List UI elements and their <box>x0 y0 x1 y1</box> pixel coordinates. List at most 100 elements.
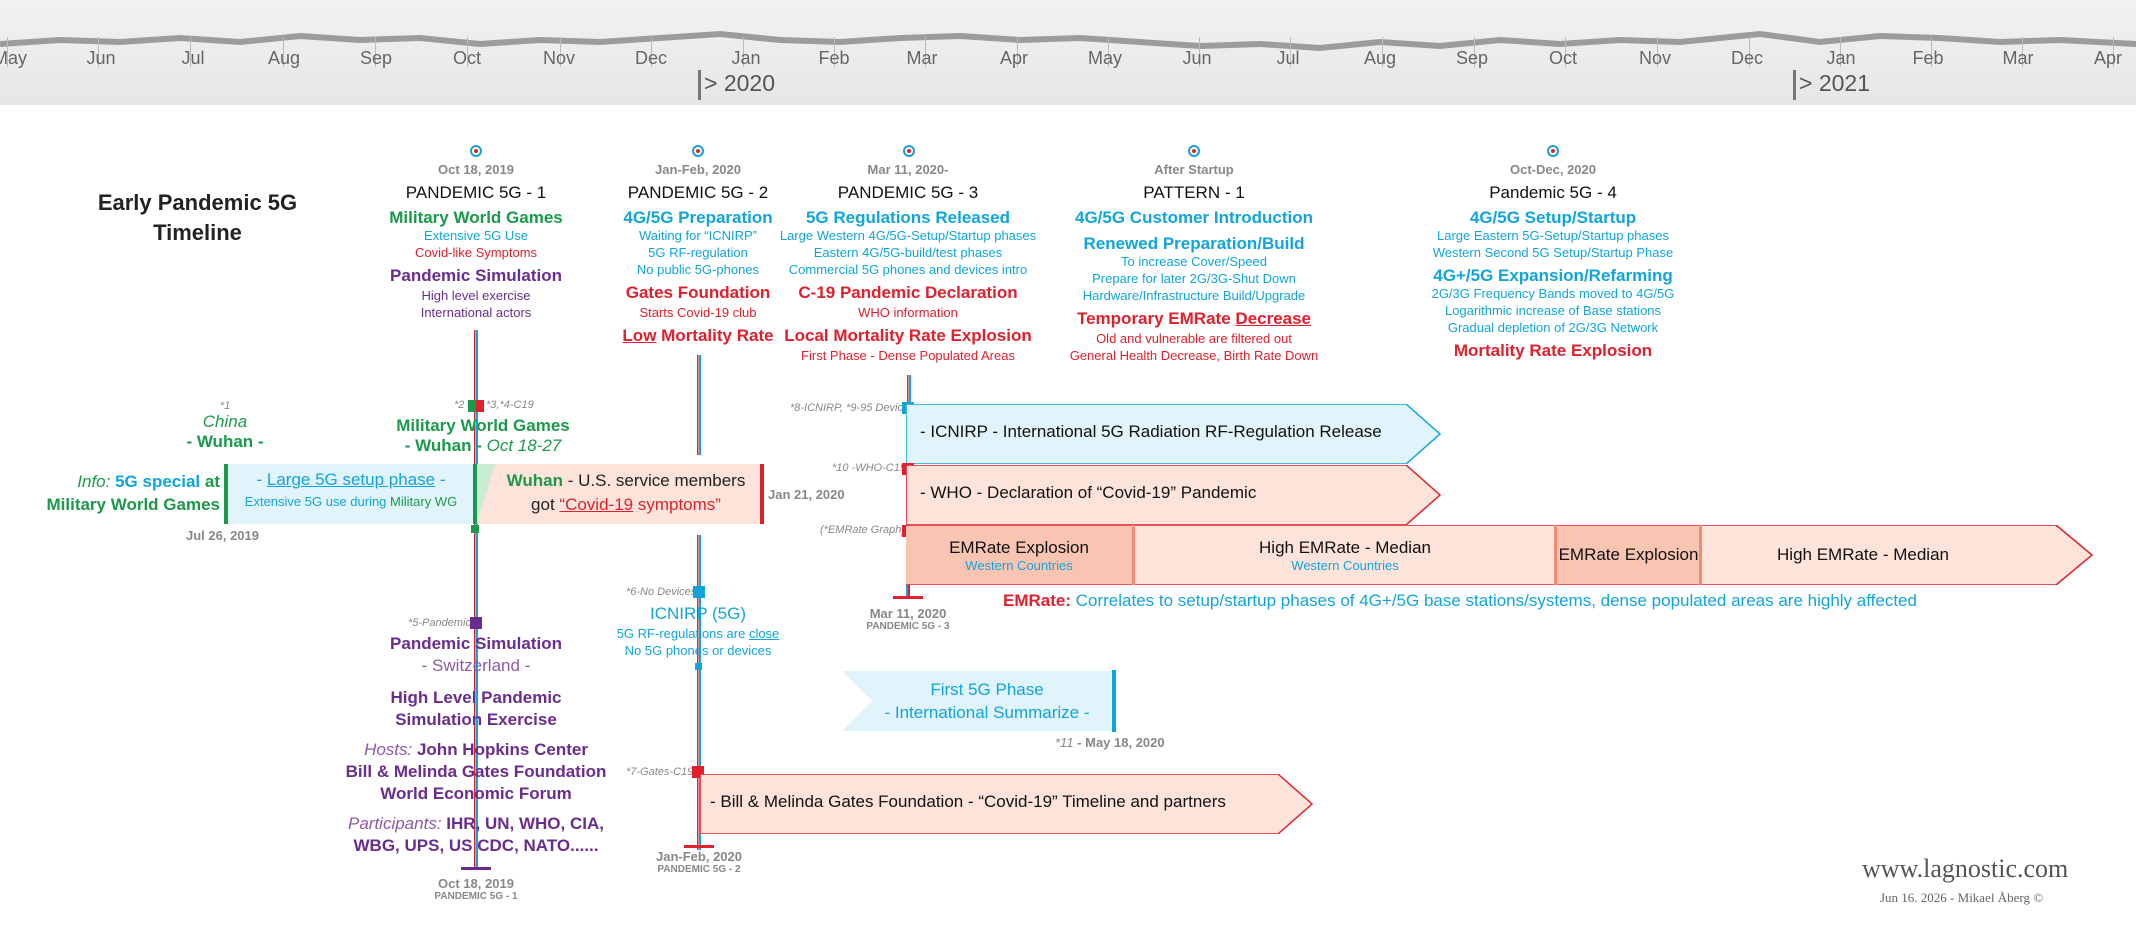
p4-line-2: Western Second 5G Setup/Startup Phase <box>1432 245 1674 260</box>
month-label: Apr <box>2093 48 2122 68</box>
pattern-date: After Startup <box>1154 162 1234 177</box>
pattern-line-5: General Health Decrease, Birth Rate Down <box>1069 348 1319 363</box>
pansim-hosts: Hosts: John Hopkins Center <box>318 739 634 761</box>
p3-bottom-label: Mar 11, 2020 PANDEMIC 5G - 3 <box>848 606 968 632</box>
title-line-1: Early Pandemic 5G <box>97 190 298 215</box>
p3-line-4: WHO information <box>858 305 958 320</box>
pansim-note: *5-Pandemic <box>408 617 471 629</box>
gates-bar <box>700 774 1314 834</box>
nodev-line-2: No 5G phones or devices <box>624 643 772 658</box>
mwg-note-2: *3,*4-C19 <box>486 399 534 411</box>
mwg-marker-red <box>476 400 484 412</box>
first5g-date: *11 - May 18, 2020 <box>1055 735 1165 750</box>
emrate-seg-1: EMRate Explosion Western Countries <box>906 538 1132 573</box>
pattern-line-4: Old and vulnerable are filtered out <box>1096 331 1292 346</box>
setup-phase-text: - Large 5G setup phase - Extensive 5G us… <box>228 470 474 509</box>
p2-target-icon <box>692 145 704 157</box>
pattern-heading-intro: 4G/5G Customer Introduction <box>1074 208 1314 227</box>
month-label: Feb <box>818 48 850 68</box>
pansim-host-3: World Economic Forum <box>380 784 572 803</box>
month-label: Aug <box>267 48 301 68</box>
p2-date: Jan-Feb, 2020 <box>655 162 741 177</box>
footer-credit: Jun 16. 2026 - Mikael Åberg © <box>1880 890 2044 905</box>
p4-block: Oct-Dec, 2020 Pandemic 5G - 4 4G/5G Setu… <box>1413 162 1693 361</box>
p4-heading-setup: 4G/5G Setup/Startup <box>1469 208 1637 227</box>
first5g-line-2: - International Summarize - <box>884 703 1090 722</box>
p4-line-1: Large Eastern 5G-Setup/Startup phases <box>1437 228 1669 243</box>
info-prefix: Info: <box>77 472 116 491</box>
setup-extensive: Extensive 5G use during <box>244 494 391 509</box>
wuhan-line-1: Wuhan - U.S. service members <box>495 469 757 493</box>
title-line-2: Timeline <box>153 220 242 245</box>
wuhan-got: got <box>531 495 555 514</box>
p3-base <box>893 596 923 599</box>
pansim-part-2: WBG, UPS, US CDC, NATO...... <box>353 836 599 855</box>
p2-line-4: Starts Covid-19 club <box>639 305 757 320</box>
pattern-block: After Startup PATTERN - 1 4G/5G Customer… <box>1054 162 1334 363</box>
p4-line-5: Gradual depletion of 2G/3G Network <box>1447 320 1659 335</box>
emrate-seg-4: High EMRate - Median <box>1777 545 1949 564</box>
p2-line-3: No public 5G-phones <box>636 262 760 277</box>
p3-connector <box>907 375 911 415</box>
wuhan-covid: “Covid-19 <box>559 495 634 514</box>
pattern-target-icon <box>1188 145 1200 157</box>
setup-phase-link: Large 5G setup phase <box>266 470 436 489</box>
who-note: *10 -WHO-C19 <box>832 462 906 474</box>
p4-line-3: 2G/3G Frequency Bands moved to 4G/5G <box>1431 286 1675 301</box>
timeline-ruler: May Jun Jul Aug Sep Oct Nov Dec Jan Feb … <box>0 0 2136 105</box>
info-block: Info: 5G special at Military World Games <box>20 470 220 516</box>
first5g-date-text: - May 18, 2020 <box>1073 735 1165 750</box>
month-label: Apr <box>999 48 1028 68</box>
month-label: Jun <box>1182 48 1212 68</box>
wuhan-date: Jan 21, 2020 <box>768 487 845 502</box>
emrate-desc-text: Correlates to setup/startup phases of 4G… <box>1071 591 1917 610</box>
china-label: China <box>202 412 248 431</box>
mwg-dates: Oct 18-27 <box>486 436 562 455</box>
emrate-description: EMRate: Correlates to setup/startup phas… <box>1003 591 1917 611</box>
month-label: Dec <box>634 48 667 68</box>
emrate-seg-1-sub: Western Countries <box>965 558 1073 573</box>
p1-line-1: Extensive 5G Use <box>423 228 529 243</box>
p2-base <box>684 845 714 848</box>
icnirp-label: - ICNIRP - International 5G Radiation RF… <box>920 422 1382 441</box>
month-label: Aug <box>1363 48 1397 68</box>
p1-bottom-label: Oct 18, 2019 PANDEMIC 5G - 1 <box>416 876 536 902</box>
footer-site[interactable]: www.lagnostic.com <box>1862 854 2069 883</box>
pansim-participants: Participants: IHR, UN, WHO, CIA, <box>318 813 634 835</box>
pattern-emrate-text: Temporary EMRate <box>1076 309 1236 328</box>
pattern-line-1: To increase Cover/Speed <box>1121 254 1267 269</box>
wuhan-symptoms: symptoms” <box>633 495 721 514</box>
month-label: Mar <box>906 48 938 68</box>
p2-bottom-date: Jan-Feb, 2020 <box>656 849 742 864</box>
info-line-2: Military World Games <box>46 495 220 514</box>
year-2021-label: > 2021 <box>1799 70 1870 96</box>
year-2020-label: > 2020 <box>704 70 775 96</box>
emrate-seg-2-sub: Western Countries <box>1291 558 1399 573</box>
month-label: Nov <box>1638 48 1671 68</box>
p2-line-2: 5G RF-regulation <box>648 245 748 260</box>
china-block: *1 China - Wuhan - <box>160 400 290 452</box>
p2-bottom-label: Jan-Feb, 2020 PANDEMIC 5G - 2 <box>639 849 759 875</box>
pansim-marker <box>470 617 482 629</box>
mwg-subtitle: - Wuhan - Oct 18-27 <box>378 436 588 456</box>
timeline-band <box>0 30 2136 52</box>
pattern-line-3: Hardware/Infrastructure Build/Upgrade <box>1082 288 1306 303</box>
pansim-hosts-label: Hosts: <box>364 740 417 759</box>
p1-base <box>461 867 491 870</box>
mwg-block: Military World Games - Wuhan - Oct 18-27 <box>378 416 588 456</box>
p3-line-2: Eastern 4G/5G-build/test phases <box>813 245 1003 260</box>
nodev-marker <box>693 586 705 598</box>
p1-name: PANDEMIC 5G - 1 <box>405 183 547 202</box>
first5g-bar <box>842 670 1116 732</box>
setup-phase-subtitle: Extensive 5G use during Military WG <box>228 494 474 509</box>
page-title: Early Pandemic 5G Timeline <box>80 188 315 248</box>
gates-note: *7-Gates-C19 <box>626 766 694 778</box>
wuhan-line-2: got “Covid-19 symptoms” <box>495 493 757 517</box>
p1-heading-sim: Pandemic Simulation <box>390 266 562 285</box>
pansim-part-1: IHR, UN, WHO, CIA, <box>446 814 604 833</box>
nodev-note: *6-No Devices <box>626 586 697 598</box>
p2-line-1: Waiting for “ICNIRP” <box>639 228 757 243</box>
setup-phase-divider <box>473 464 477 524</box>
emrate-bar <box>906 525 2094 585</box>
p3-bottom-name: PANDEMIC 5G - 3 <box>866 621 950 632</box>
